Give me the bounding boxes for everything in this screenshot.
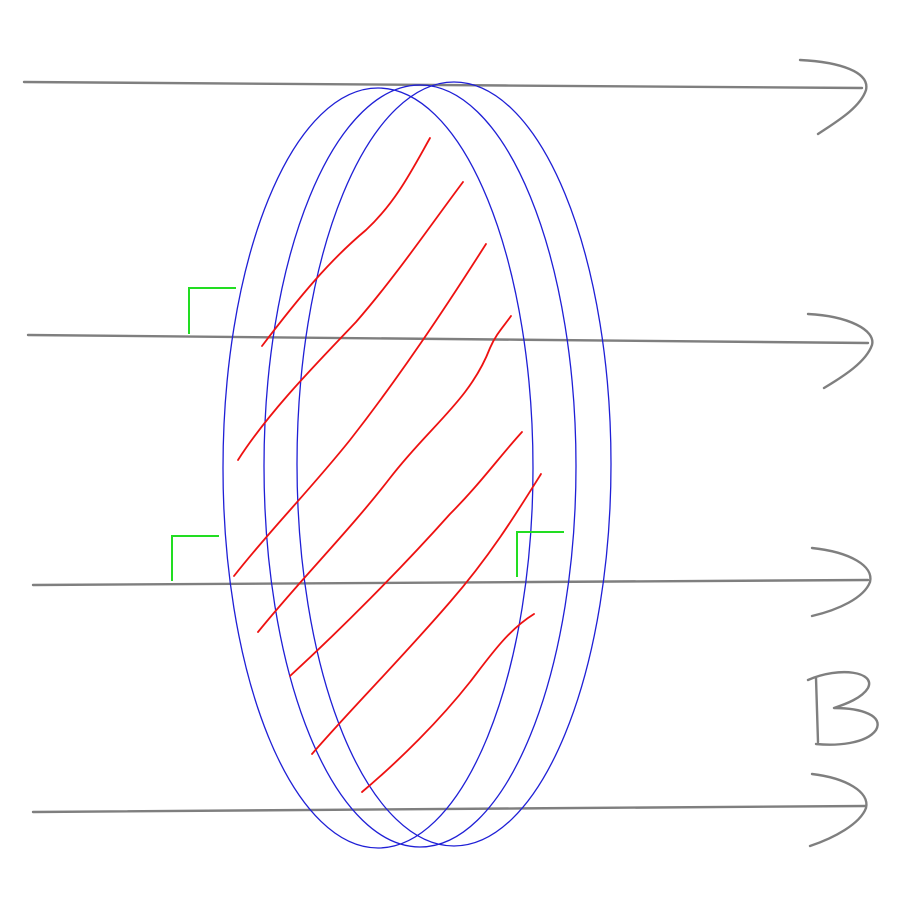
b-glyph-stem [814, 676, 820, 744]
arrow-head-1 [798, 58, 868, 136]
arrow-head-4 [808, 772, 868, 848]
field-line-3 [31, 578, 870, 587]
arrow-head-2 [806, 312, 874, 390]
area-hatching [233, 137, 542, 793]
arrow-heads [798, 58, 874, 848]
coil-loop-1 [222, 87, 534, 849]
field-label-b: B [806, 670, 879, 746]
field-line-1 [22, 80, 864, 90]
coil-loop-3 [296, 81, 612, 847]
hatch-stroke-7 [361, 613, 535, 793]
right-angle-mark-2 [171, 535, 219, 581]
field-line-4 [31, 804, 868, 814]
hatch-stroke-2 [237, 181, 464, 461]
right-angle-mark-3 [516, 531, 564, 577]
right-angle-marks [171, 287, 564, 581]
hatch-stroke-3 [233, 243, 487, 577]
hatch-stroke-1 [261, 137, 431, 347]
hatch-stroke-4 [257, 315, 512, 633]
coil [222, 81, 612, 849]
hatch-stroke-5 [289, 431, 523, 677]
field-line-2 [26, 333, 870, 345]
hatch-stroke-6 [311, 473, 542, 755]
arrow-head-3 [810, 546, 872, 618]
right-angle-mark-1 [188, 287, 236, 334]
b-glyph-bowls [806, 670, 879, 746]
field-lines [22, 80, 870, 814]
coil-loop-2 [263, 84, 577, 848]
